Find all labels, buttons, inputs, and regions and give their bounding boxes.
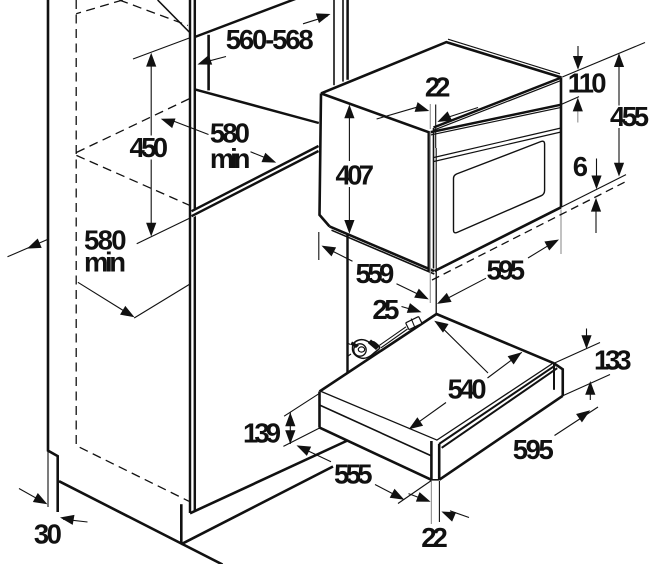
svg-text:595: 595 [513,434,554,465]
svg-text:450: 450 [130,132,169,163]
svg-text:559: 559 [356,258,395,289]
svg-text:133: 133 [594,344,632,375]
svg-text:25: 25 [372,294,399,325]
svg-text:580: 580 [84,225,127,256]
svg-text:560-568: 560-568 [226,24,314,55]
svg-text:22: 22 [421,522,448,553]
svg-text:min: min [84,247,126,278]
svg-text:407: 407 [336,159,375,190]
svg-text:555: 555 [334,459,373,490]
svg-text:6: 6 [573,151,588,182]
svg-text:595: 595 [487,255,526,286]
svg-text:139: 139 [243,417,281,448]
svg-text:22: 22 [425,71,451,102]
svg-text:min: min [210,143,251,174]
svg-text:455: 455 [610,101,649,132]
svg-text:580: 580 [210,118,250,149]
svg-text:30: 30 [34,518,62,549]
svg-text:110: 110 [568,67,607,98]
svg-text:540: 540 [448,374,487,405]
